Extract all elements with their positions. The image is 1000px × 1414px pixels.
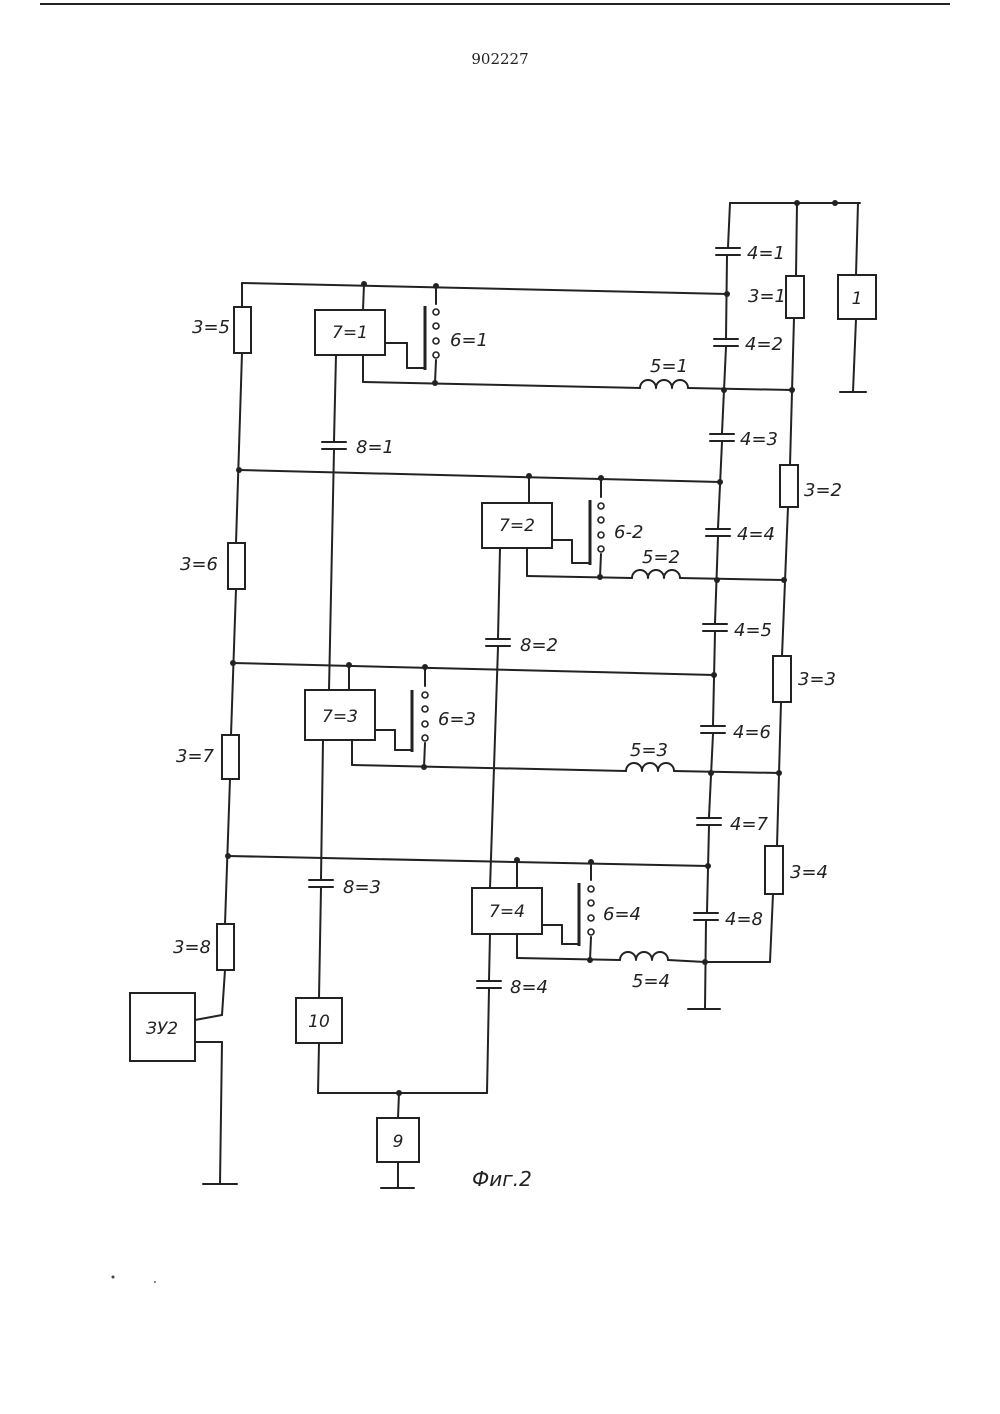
label-l5-1: 5=1 <box>650 356 688 377</box>
block-7-2-label: 7=2 <box>499 516 535 536</box>
figure-caption: Фиг.2 <box>472 1167 532 1191</box>
label-c4-2: 4=2 <box>745 334 783 355</box>
block-10-label: 10 <box>308 1012 330 1032</box>
label-r3-6: 3=6 <box>180 554 218 575</box>
label-c8-2: 8=2 <box>520 635 558 656</box>
label-r3-7: 3=7 <box>176 746 215 767</box>
label-k6-2: 6-2 <box>614 522 643 543</box>
label-c4-8: 4=8 <box>725 909 763 930</box>
resistor-chain-right <box>705 203 804 962</box>
label-l5-4: 5=4 <box>632 971 670 992</box>
label-c4-4: 4=4 <box>737 524 775 545</box>
block-9-label: 9 <box>393 1132 404 1152</box>
label-r3-5: 3=5 <box>192 317 230 338</box>
block-1-label: 1 <box>852 289 863 309</box>
label-r3-1: 3=1 <box>748 286 786 307</box>
label-r3-3: 3=3 <box>798 669 836 690</box>
label-c8-1: 8=1 <box>356 437 394 458</box>
stage-4 <box>472 857 705 1093</box>
stage-3 <box>305 662 779 998</box>
block-zu2-label: ЗУ2 <box>146 1019 178 1039</box>
label-r3-2: 3=2 <box>804 480 842 501</box>
block-7-4-label: 7=4 <box>489 902 525 922</box>
label-c4-6: 4=6 <box>733 722 771 743</box>
label-c4-3: 4=3 <box>740 429 778 450</box>
label-k6-1: 6=1 <box>450 330 488 351</box>
block-7-3-label: 7=3 <box>322 707 358 727</box>
label-l5-2: 5=2 <box>642 547 680 568</box>
resistor-chain-left <box>130 283 727 1184</box>
label-c8-4: 8=4 <box>510 977 548 998</box>
label-r3-4: 3=4 <box>790 862 828 883</box>
label-c4-5: 4=5 <box>734 620 772 641</box>
label-c4-7: 4=7 <box>730 814 769 835</box>
label-k6-4: 6=4 <box>603 904 641 925</box>
label-c4-1: 4=1 <box>747 243 785 264</box>
label-l5-3: 5=3 <box>630 740 668 761</box>
label-r3-8: 3=8 <box>173 937 211 958</box>
label-k6-3: 6=3 <box>438 709 476 730</box>
label-c8-3: 8=3 <box>343 877 381 898</box>
block-7-1-label: 7=1 <box>332 323 368 343</box>
